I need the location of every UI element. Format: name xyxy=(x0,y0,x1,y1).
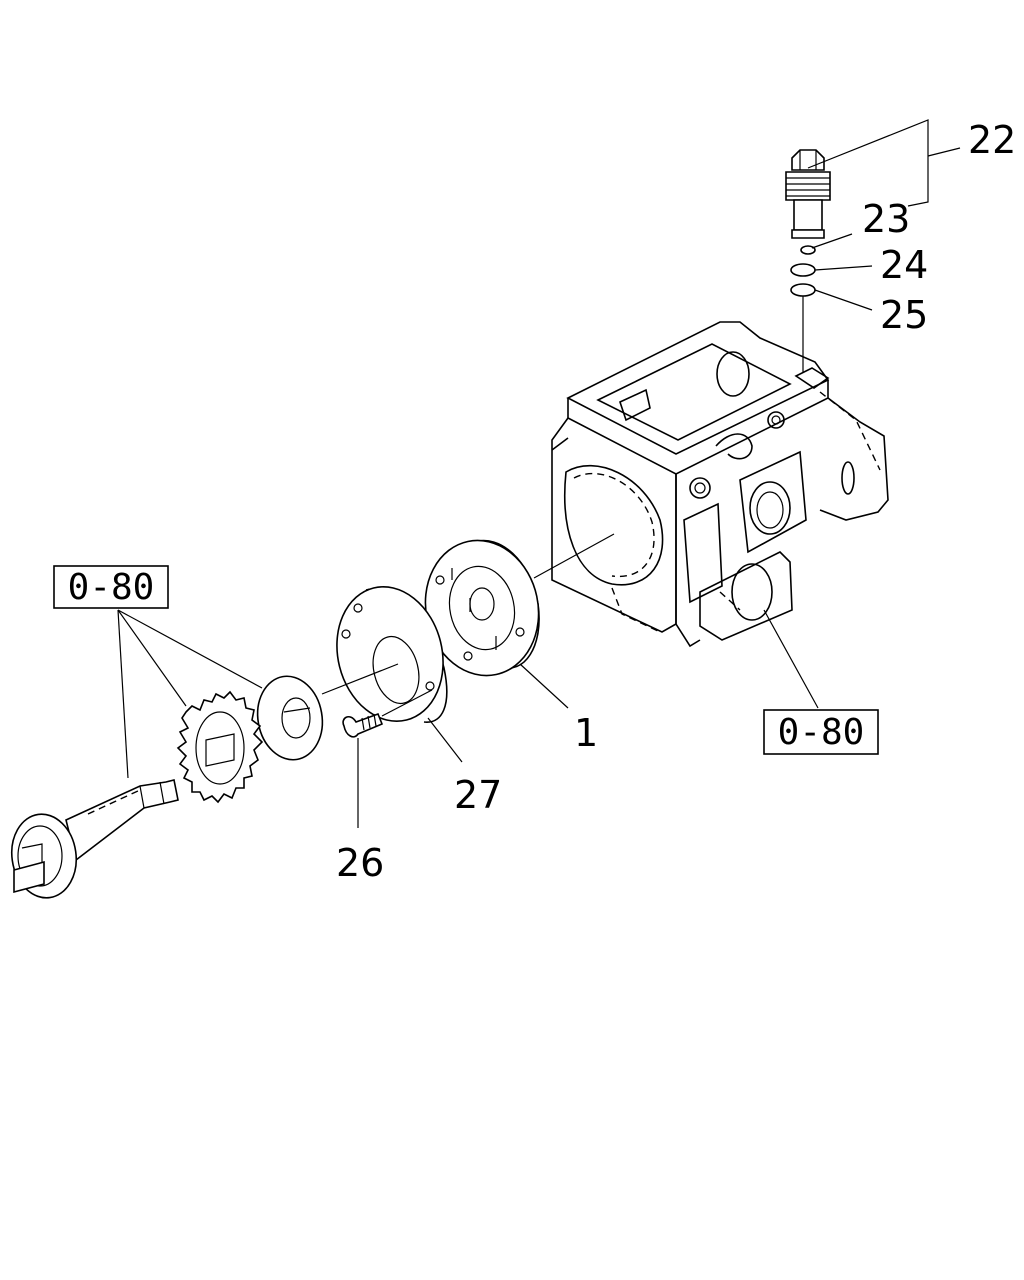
drive-gear xyxy=(176,690,264,804)
reference-box-left: 0-80 xyxy=(53,565,169,609)
callout-23: 23 xyxy=(862,197,910,241)
part-26-screw xyxy=(342,712,384,738)
callout-1: 1 xyxy=(574,711,598,755)
drive-shaft xyxy=(10,779,179,899)
thrust-washer xyxy=(256,675,324,761)
reference-label-left: 0-80 xyxy=(68,567,155,608)
reference-box-right: 0-80 xyxy=(763,709,879,755)
part-27-plate xyxy=(336,586,448,723)
callout-26: 26 xyxy=(336,841,384,885)
callout-22: 22 xyxy=(968,118,1016,162)
delivery-valve-assembly xyxy=(785,149,831,372)
pump-housing xyxy=(551,321,889,648)
leader-lines xyxy=(117,119,961,828)
reference-label-right: 0-80 xyxy=(778,712,865,753)
callout-24: 24 xyxy=(880,243,928,287)
callout-25: 25 xyxy=(880,293,928,337)
callout-27: 27 xyxy=(454,773,502,817)
